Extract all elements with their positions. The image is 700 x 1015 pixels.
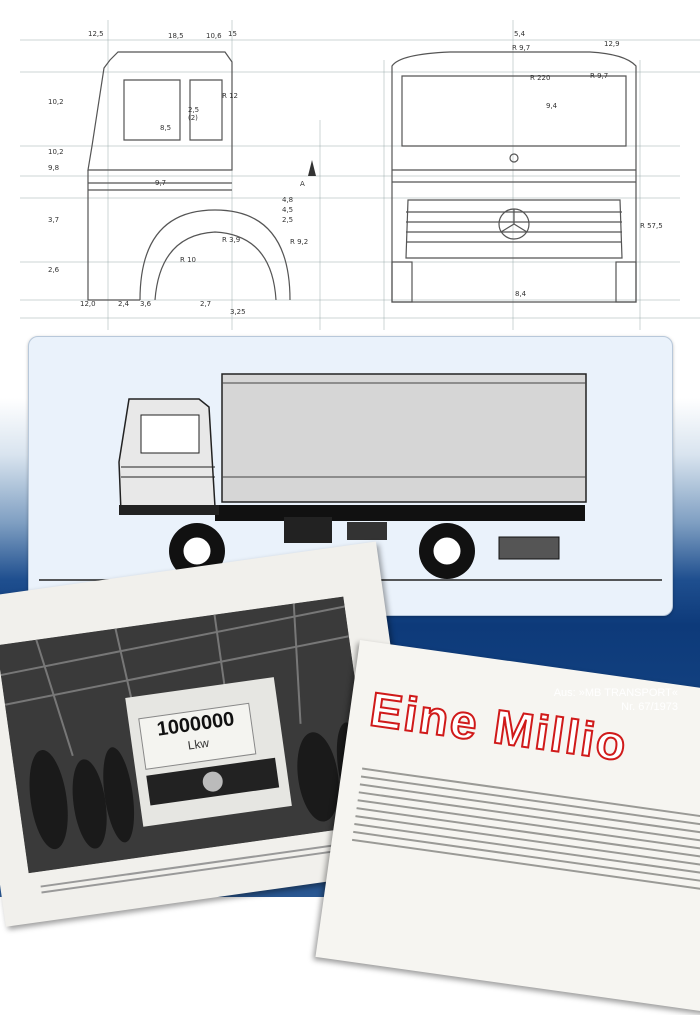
truck-illustration-card [28, 336, 673, 616]
article-body-columns [338, 762, 700, 996]
svg-text:10,6: 10,6 [206, 32, 222, 40]
svg-text:R 9,7: R 9,7 [590, 72, 608, 80]
svg-text:A: A [300, 180, 305, 188]
svg-text:3,7: 3,7 [48, 216, 59, 224]
factory-photo: 1000000 Lkw [0, 596, 376, 874]
svg-text:9,4: 9,4 [546, 102, 558, 110]
svg-text:12,0: 12,0 [80, 300, 96, 308]
svg-text:R 12: R 12 [222, 92, 238, 100]
svg-text:R 3,9: R 3,9 [222, 236, 240, 244]
svg-text:R 220: R 220 [530, 74, 550, 82]
truck-side-view [39, 373, 662, 581]
svg-text:9,7: 9,7 [155, 179, 166, 187]
svg-text:4,8: 4,8 [282, 196, 293, 204]
source-caption-issue: Nr. 67/1973 [621, 701, 678, 713]
magazine-photo-page: 1000000 Lkw [0, 541, 422, 927]
svg-text:2,6: 2,6 [48, 266, 60, 274]
svg-text:8,5: 8,5 [160, 124, 171, 132]
svg-text:3,25: 3,25 [230, 308, 246, 316]
svg-text:18,5: 18,5 [168, 32, 184, 40]
source-caption: Aus: »MB TRANSPORT« Nr. 67/1973 [554, 686, 678, 714]
svg-text:10,2: 10,2 [48, 98, 64, 106]
svg-text:10,2: 10,2 [48, 148, 64, 156]
svg-text:15: 15 [228, 30, 237, 38]
svg-text:(2): (2) [188, 114, 198, 122]
svg-text:4,5: 4,5 [282, 206, 293, 214]
svg-text:R 9,2: R 9,2 [290, 238, 308, 246]
svg-text:R 9,7: R 9,7 [512, 44, 530, 52]
svg-text:R 57,5: R 57,5 [640, 222, 663, 230]
source-caption-title: Aus: »MB TRANSPORT« [553, 687, 678, 699]
technical-drawing: 12,5 18,5 10,6 15 5,4 12,9 R 220 R 9,7 R 12 2,… [20, 20, 700, 330]
svg-text:5,4: 5,4 [514, 30, 526, 38]
svg-text:12,5: 12,5 [88, 30, 104, 38]
svg-text:R 10: R 10 [180, 256, 196, 264]
svg-text:9,8: 9,8 [48, 164, 59, 172]
svg-text:2,4: 2,4 [118, 300, 130, 308]
svg-text:3,6: 3,6 [140, 300, 152, 308]
svg-text:8,4: 8,4 [515, 290, 527, 298]
svg-text:2,5: 2,5 [188, 106, 199, 114]
svg-text:2,7: 2,7 [200, 300, 211, 308]
svg-text:12,9: 12,9 [604, 40, 620, 48]
svg-text:2,5: 2,5 [282, 216, 293, 224]
